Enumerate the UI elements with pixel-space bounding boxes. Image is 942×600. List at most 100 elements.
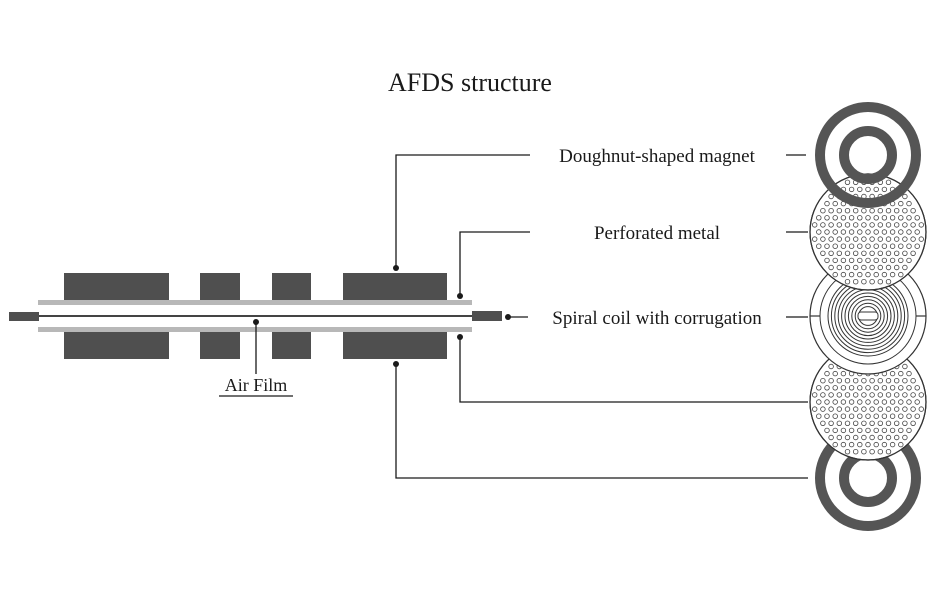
label-magnet: Doughnut-shaped magnet	[559, 146, 755, 167]
perforation-hole	[857, 399, 863, 405]
perforation-hole	[873, 427, 879, 434]
perforation-hole	[910, 236, 916, 242]
perforation-hole	[861, 236, 867, 242]
perforation-hole	[848, 441, 855, 448]
perforation-hole	[865, 186, 871, 193]
perforation-hole	[902, 193, 908, 200]
perforation-hole	[861, 222, 867, 228]
perforation-hole	[844, 207, 851, 214]
perforation-hole	[812, 392, 818, 398]
perforation-hole	[881, 271, 888, 278]
perforation-hole	[861, 449, 867, 455]
perforation-hole	[828, 363, 834, 370]
perforation-hole	[836, 236, 842, 242]
perforation-hole	[889, 243, 896, 249]
perforated-plate-bottom	[38, 327, 472, 332]
perforation-hole	[824, 385, 830, 391]
perforation-hole	[820, 207, 826, 214]
perforation-hole	[865, 385, 871, 391]
perforation-hole	[848, 257, 855, 264]
perforation-hole	[877, 264, 883, 271]
perforation-hole	[848, 413, 855, 419]
perforation-hole	[889, 215, 896, 221]
perforation-hole	[844, 222, 851, 228]
perforation-hole	[861, 207, 867, 214]
perforation-hole	[902, 434, 908, 441]
perforation-hole	[910, 207, 916, 214]
perforation-hole	[877, 250, 883, 256]
perforation-hole	[898, 271, 904, 278]
perforation-hole	[898, 413, 904, 419]
perforation-hole	[877, 207, 883, 214]
perforation-hole	[889, 385, 896, 391]
spiral-ring	[854, 302, 882, 330]
perforation-hole	[836, 222, 842, 228]
perforation-hole	[857, 385, 863, 391]
perforation-hole	[836, 420, 842, 426]
perforation-hole	[865, 271, 871, 278]
perforation-hole	[840, 215, 847, 221]
perforation-hole	[869, 406, 875, 412]
perforation-hole	[865, 215, 871, 221]
perforation-hole	[824, 229, 830, 235]
perforation-hole	[832, 200, 838, 207]
perforation-hole	[881, 441, 888, 448]
perforation-hole	[816, 215, 822, 221]
perforation-hole	[824, 370, 830, 377]
perforation-hole	[816, 229, 822, 235]
perforation-hole	[828, 420, 834, 426]
perforation-hole	[853, 207, 859, 214]
perforation-hole	[885, 378, 892, 384]
perforation-hole	[894, 207, 900, 214]
perforation-hole	[836, 378, 842, 384]
perforation-hole	[910, 420, 916, 426]
spiral-ring	[847, 295, 889, 337]
perforation-hole	[894, 236, 900, 242]
perforation-hole	[902, 222, 908, 228]
perforation-hole	[902, 392, 908, 398]
perforation-hole	[902, 363, 908, 370]
magnet-block	[272, 273, 311, 301]
perforation-hole	[832, 271, 838, 278]
perforation-hole	[877, 222, 883, 228]
perforation-hole	[836, 392, 842, 398]
perforation-hole	[812, 222, 818, 228]
perforation-hole	[889, 427, 896, 434]
perforation-hole	[832, 229, 838, 235]
perforation-hole	[836, 434, 842, 441]
perforation-hole	[877, 449, 883, 455]
label-air-film: Air Film	[225, 375, 288, 395]
perforation-hole	[844, 449, 851, 455]
perforation-hole	[861, 406, 867, 412]
leader-perforated-bottom	[459, 337, 808, 403]
perforation-hole	[869, 250, 875, 256]
perforation-hole	[869, 264, 875, 271]
perforation-hole	[824, 257, 830, 264]
perforation-hole	[828, 250, 834, 256]
perforation-hole	[857, 413, 863, 419]
leader-magnet-bottom	[395, 364, 808, 479]
perforation-hole	[828, 406, 834, 412]
perforation-hole	[898, 257, 904, 264]
perforation-hole	[832, 257, 838, 264]
magnet-block	[343, 331, 447, 359]
perforation-hole	[816, 243, 822, 249]
perforation-hole	[869, 236, 875, 242]
perforation-hole	[889, 271, 896, 278]
perforation-hole	[873, 399, 879, 405]
perforation-hole	[869, 279, 875, 285]
perforation-hole	[885, 392, 892, 398]
perforation-hole	[832, 243, 838, 249]
label-perforated: Perforated metal	[594, 223, 720, 244]
perforation-hole	[820, 420, 826, 426]
perforation-hole	[824, 399, 830, 405]
perforation-hole	[881, 186, 888, 193]
leader-perforated-top	[459, 231, 530, 296]
magnet-block	[200, 273, 240, 301]
perforation-hole	[881, 215, 888, 221]
perforation-hole	[832, 413, 838, 419]
perforation-hole	[885, 250, 892, 256]
leader-dot	[393, 361, 399, 367]
leader-lines	[255, 154, 808, 479]
perforation-hole	[844, 236, 851, 242]
